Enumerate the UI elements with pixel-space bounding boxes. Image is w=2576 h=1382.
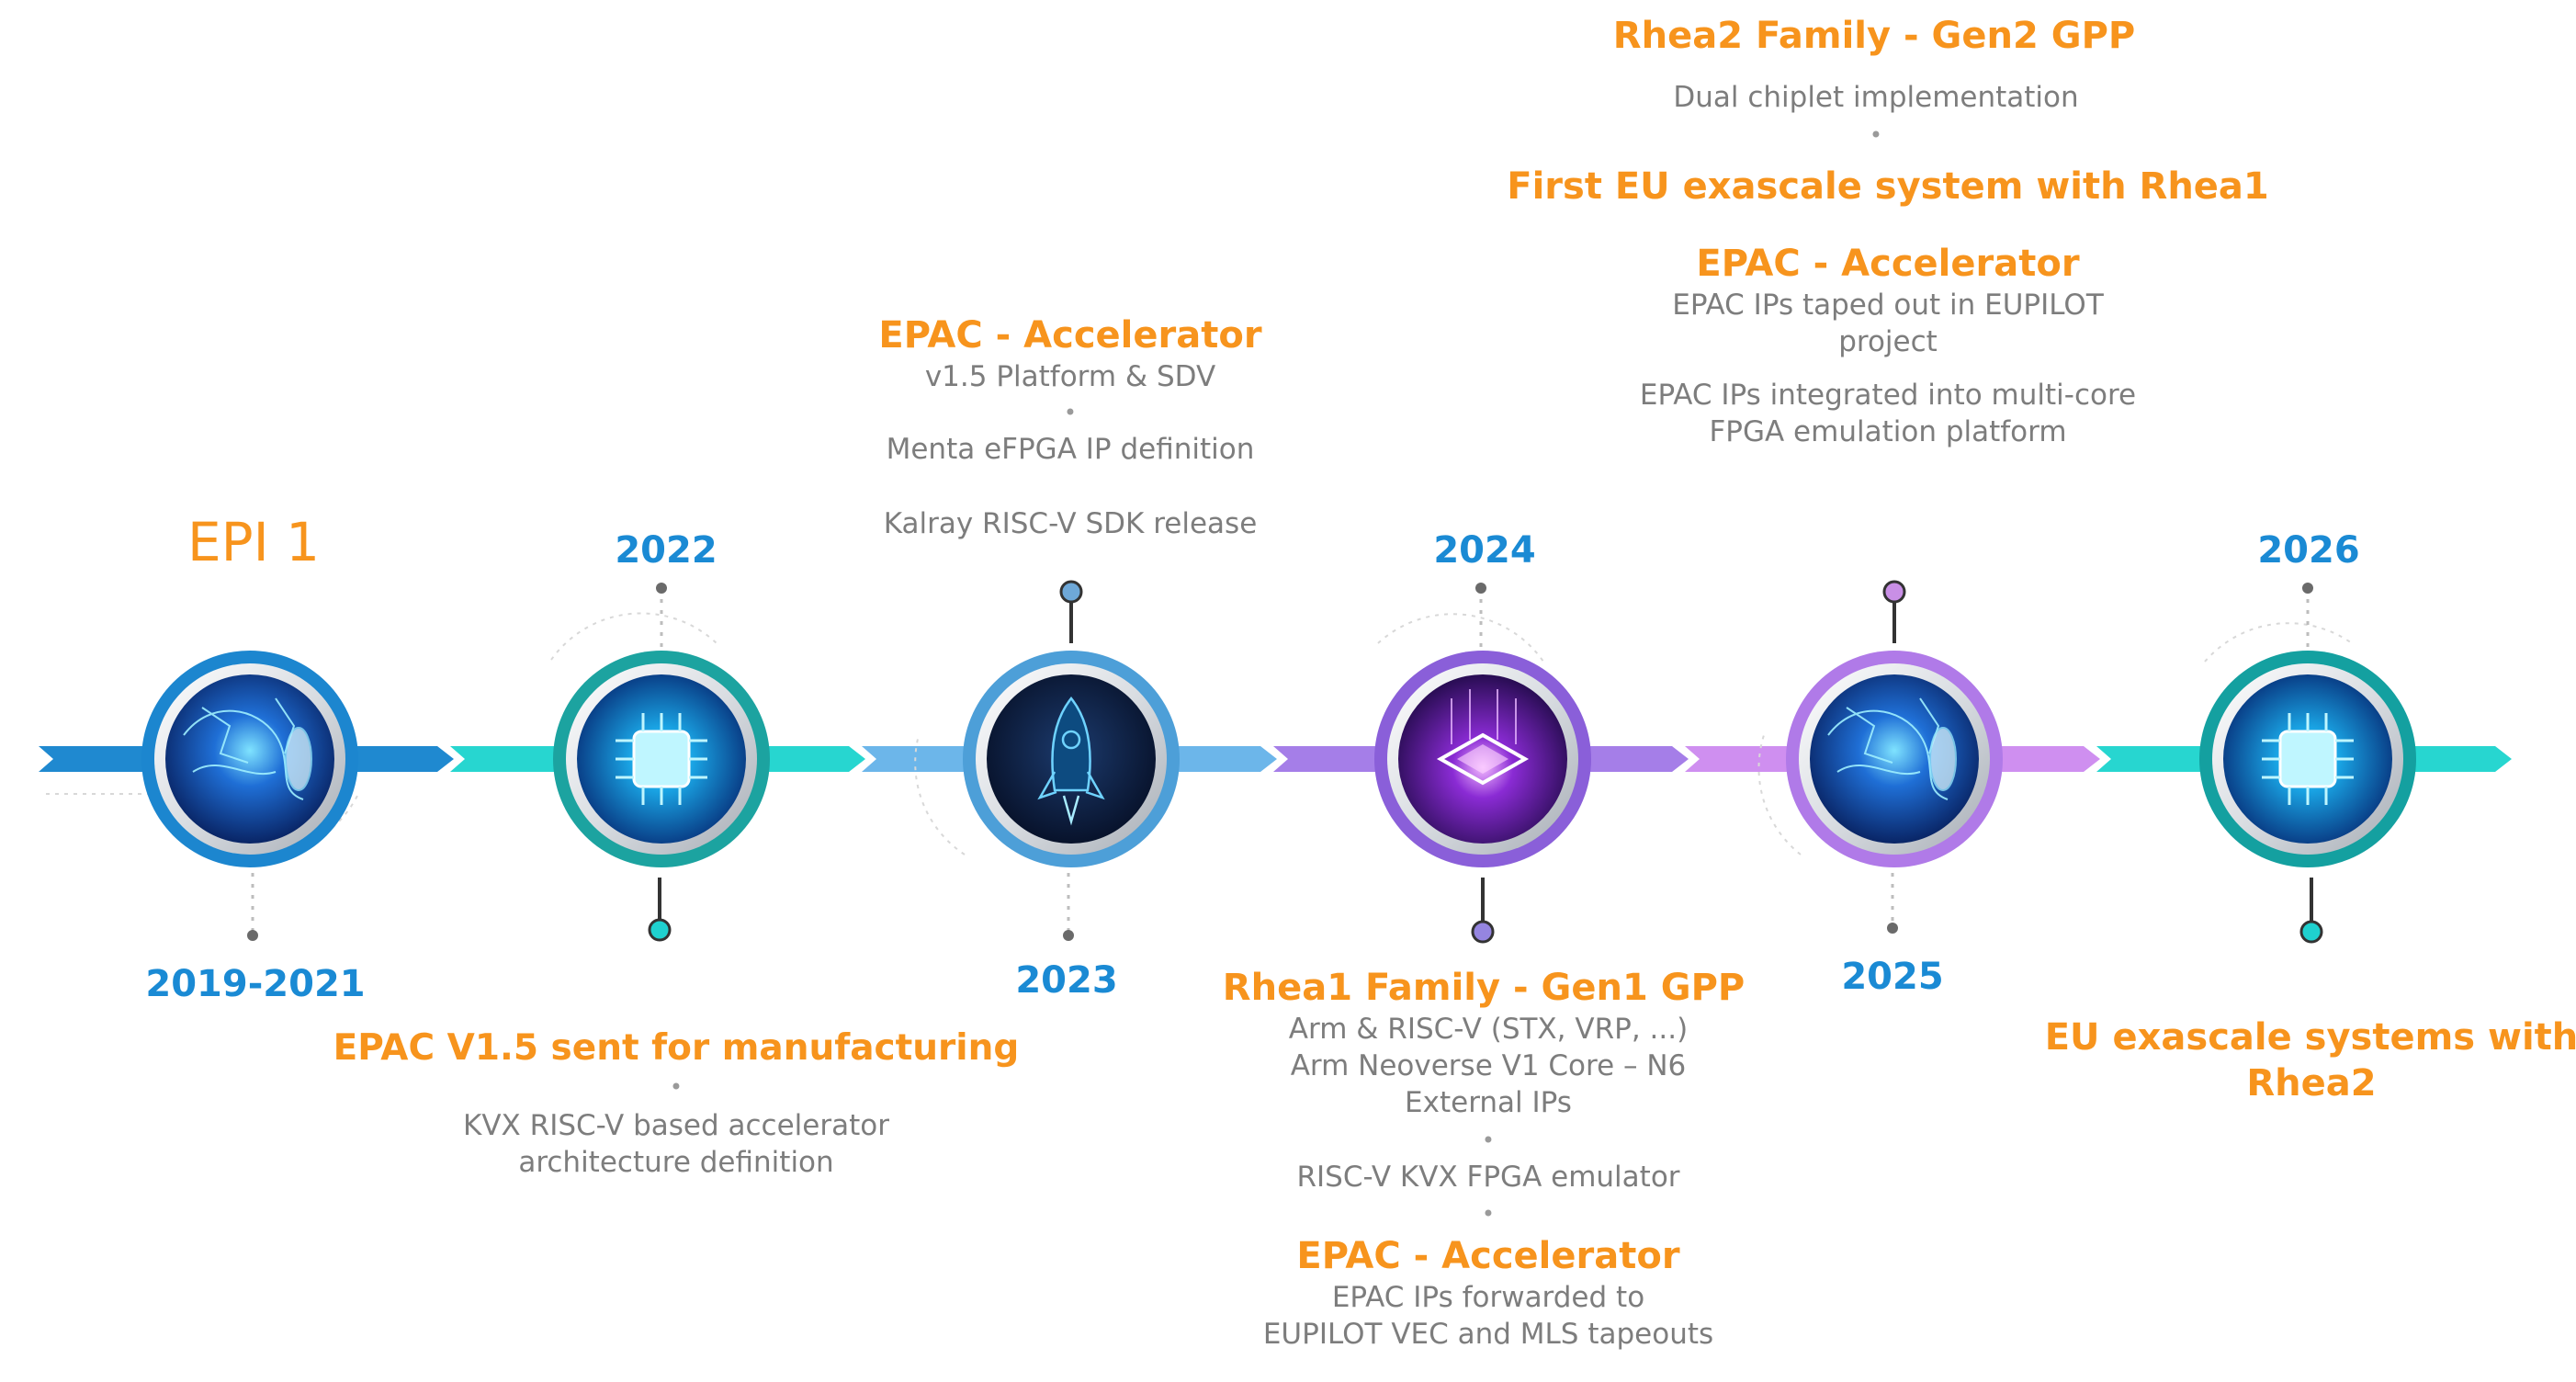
milestone-2024-heading-2: EPAC - Accelerator (1296, 1235, 1680, 1277)
year-label-2024: 2024 (1433, 529, 1536, 572)
guide-lines (46, 612, 2353, 856)
pin-2022 (648, 918, 672, 942)
pin-2024 (1471, 920, 1495, 944)
year-label-2025: 2025 (1841, 956, 1944, 998)
connector-dot-2025 (1887, 923, 1898, 934)
pin-2026 (2299, 920, 2323, 944)
milestone-2022-bullet: • (669, 1074, 684, 1100)
timeline-arrow (39, 746, 2512, 772)
year-label-2023: 2023 (1015, 959, 1118, 1002)
chip-icon (2262, 713, 2354, 805)
milestone-node-2023 (963, 651, 1180, 867)
milestone-2024-bullet-2: • (1481, 1201, 1496, 1227)
year-label-2019-2021: 2019-2021 (145, 963, 366, 1005)
milestone-2025-heading-3: EPAC - Accelerator (1696, 243, 2080, 285)
milestone-node-2026 (2199, 651, 2416, 867)
milestone-2025-body1-line-1: EPAC IPs taped out in EUPILOT (1672, 289, 2104, 322)
milestone-2022-heading: EPAC V1.5 sent for manufacturing (333, 1027, 1020, 1069)
milestone-2025-line-1: Dual chiplet implementation (1673, 81, 2079, 114)
milestone-2023-bullet: • (1063, 400, 1078, 425)
milestone-2024-body-line-2: Arm Neoverse V1 Core – N6 (1290, 1049, 1687, 1082)
pin-2025 (1882, 580, 1906, 604)
connector-dot-2023 (1063, 930, 1074, 941)
milestone-2024-body2-line-2: EUPILOT VEC and MLS tapeouts (1262, 1318, 1714, 1351)
rocket-icon (1037, 696, 1105, 826)
circuit-brain-icon (183, 697, 312, 800)
milestone-node-2024 (1374, 651, 1591, 867)
glowing-chip-icon (1436, 689, 1530, 786)
milestone-2024-body2-line-1: EPAC IPs forwarded to (1331, 1281, 1645, 1314)
era-label: EPI 1 (186, 511, 321, 573)
milestone-node-2022 (553, 651, 770, 867)
milestone-2022-body-line-2: architecture definition (518, 1146, 834, 1179)
milestone-2024-line: RISC-V KVX FPGA emulator (1296, 1161, 1680, 1194)
connector-dot-2026 (2302, 583, 2313, 594)
milestone-2025-body2-line-1: EPAC IPs integrated into multi-core (1639, 379, 2137, 412)
milestone-node-2025 (1786, 651, 2003, 867)
year-label-2022: 2022 (615, 529, 717, 572)
milestone-2023-line-3: Kalray RISC-V SDK release (883, 507, 1258, 540)
connectors (247, 580, 2323, 944)
milestone-2025-heading-2: First EU exascale system with Rhea1 (1507, 165, 2269, 208)
milestone-2025-body1-line-2: project (1838, 325, 1938, 358)
circuit-brain-icon (1827, 697, 1957, 800)
milestone-node-2019-2021 (141, 651, 358, 867)
milestone-2024-heading: Rhea1 Family - Gen1 GPP (1222, 967, 1746, 1009)
year-label-2026: 2026 (2257, 529, 2360, 572)
milestone-2025-body2-line-2: FPGA emulation platform (1709, 415, 2067, 448)
milestone-2024-bullet: • (1481, 1127, 1496, 1153)
milestone-2023-line-2: Menta eFPGA IP definition (886, 433, 1255, 466)
milestone-2025-bullet: • (1869, 122, 1883, 148)
milestone-2023-line-1: v1.5 Platform & SDV (924, 360, 1216, 393)
milestone-2026-heading-line-1: EU exascale systems with (2044, 1016, 2576, 1059)
connector-dot-2024 (1475, 583, 1486, 594)
connector-dot-2022 (656, 583, 667, 594)
milestone-2022-body-line-1: KVX RISC-V based accelerator (463, 1109, 889, 1142)
milestone-2023-heading: EPAC - Accelerator (878, 314, 1262, 357)
milestone-2024-body-line-1: Arm & RISC-V (STX, VRP, ...) (1288, 1013, 1689, 1046)
chip-icon (616, 713, 707, 805)
milestone-2025-heading: Rhea2 Family - Gen2 GPP (1612, 15, 2136, 57)
connector-dot-2019-2021 (247, 930, 258, 941)
milestone-2026-heading-line-2: Rhea2 (2246, 1062, 2377, 1104)
pin-2023 (1059, 580, 1083, 604)
milestone-2024-body-line-3: External IPs (1405, 1086, 1572, 1119)
